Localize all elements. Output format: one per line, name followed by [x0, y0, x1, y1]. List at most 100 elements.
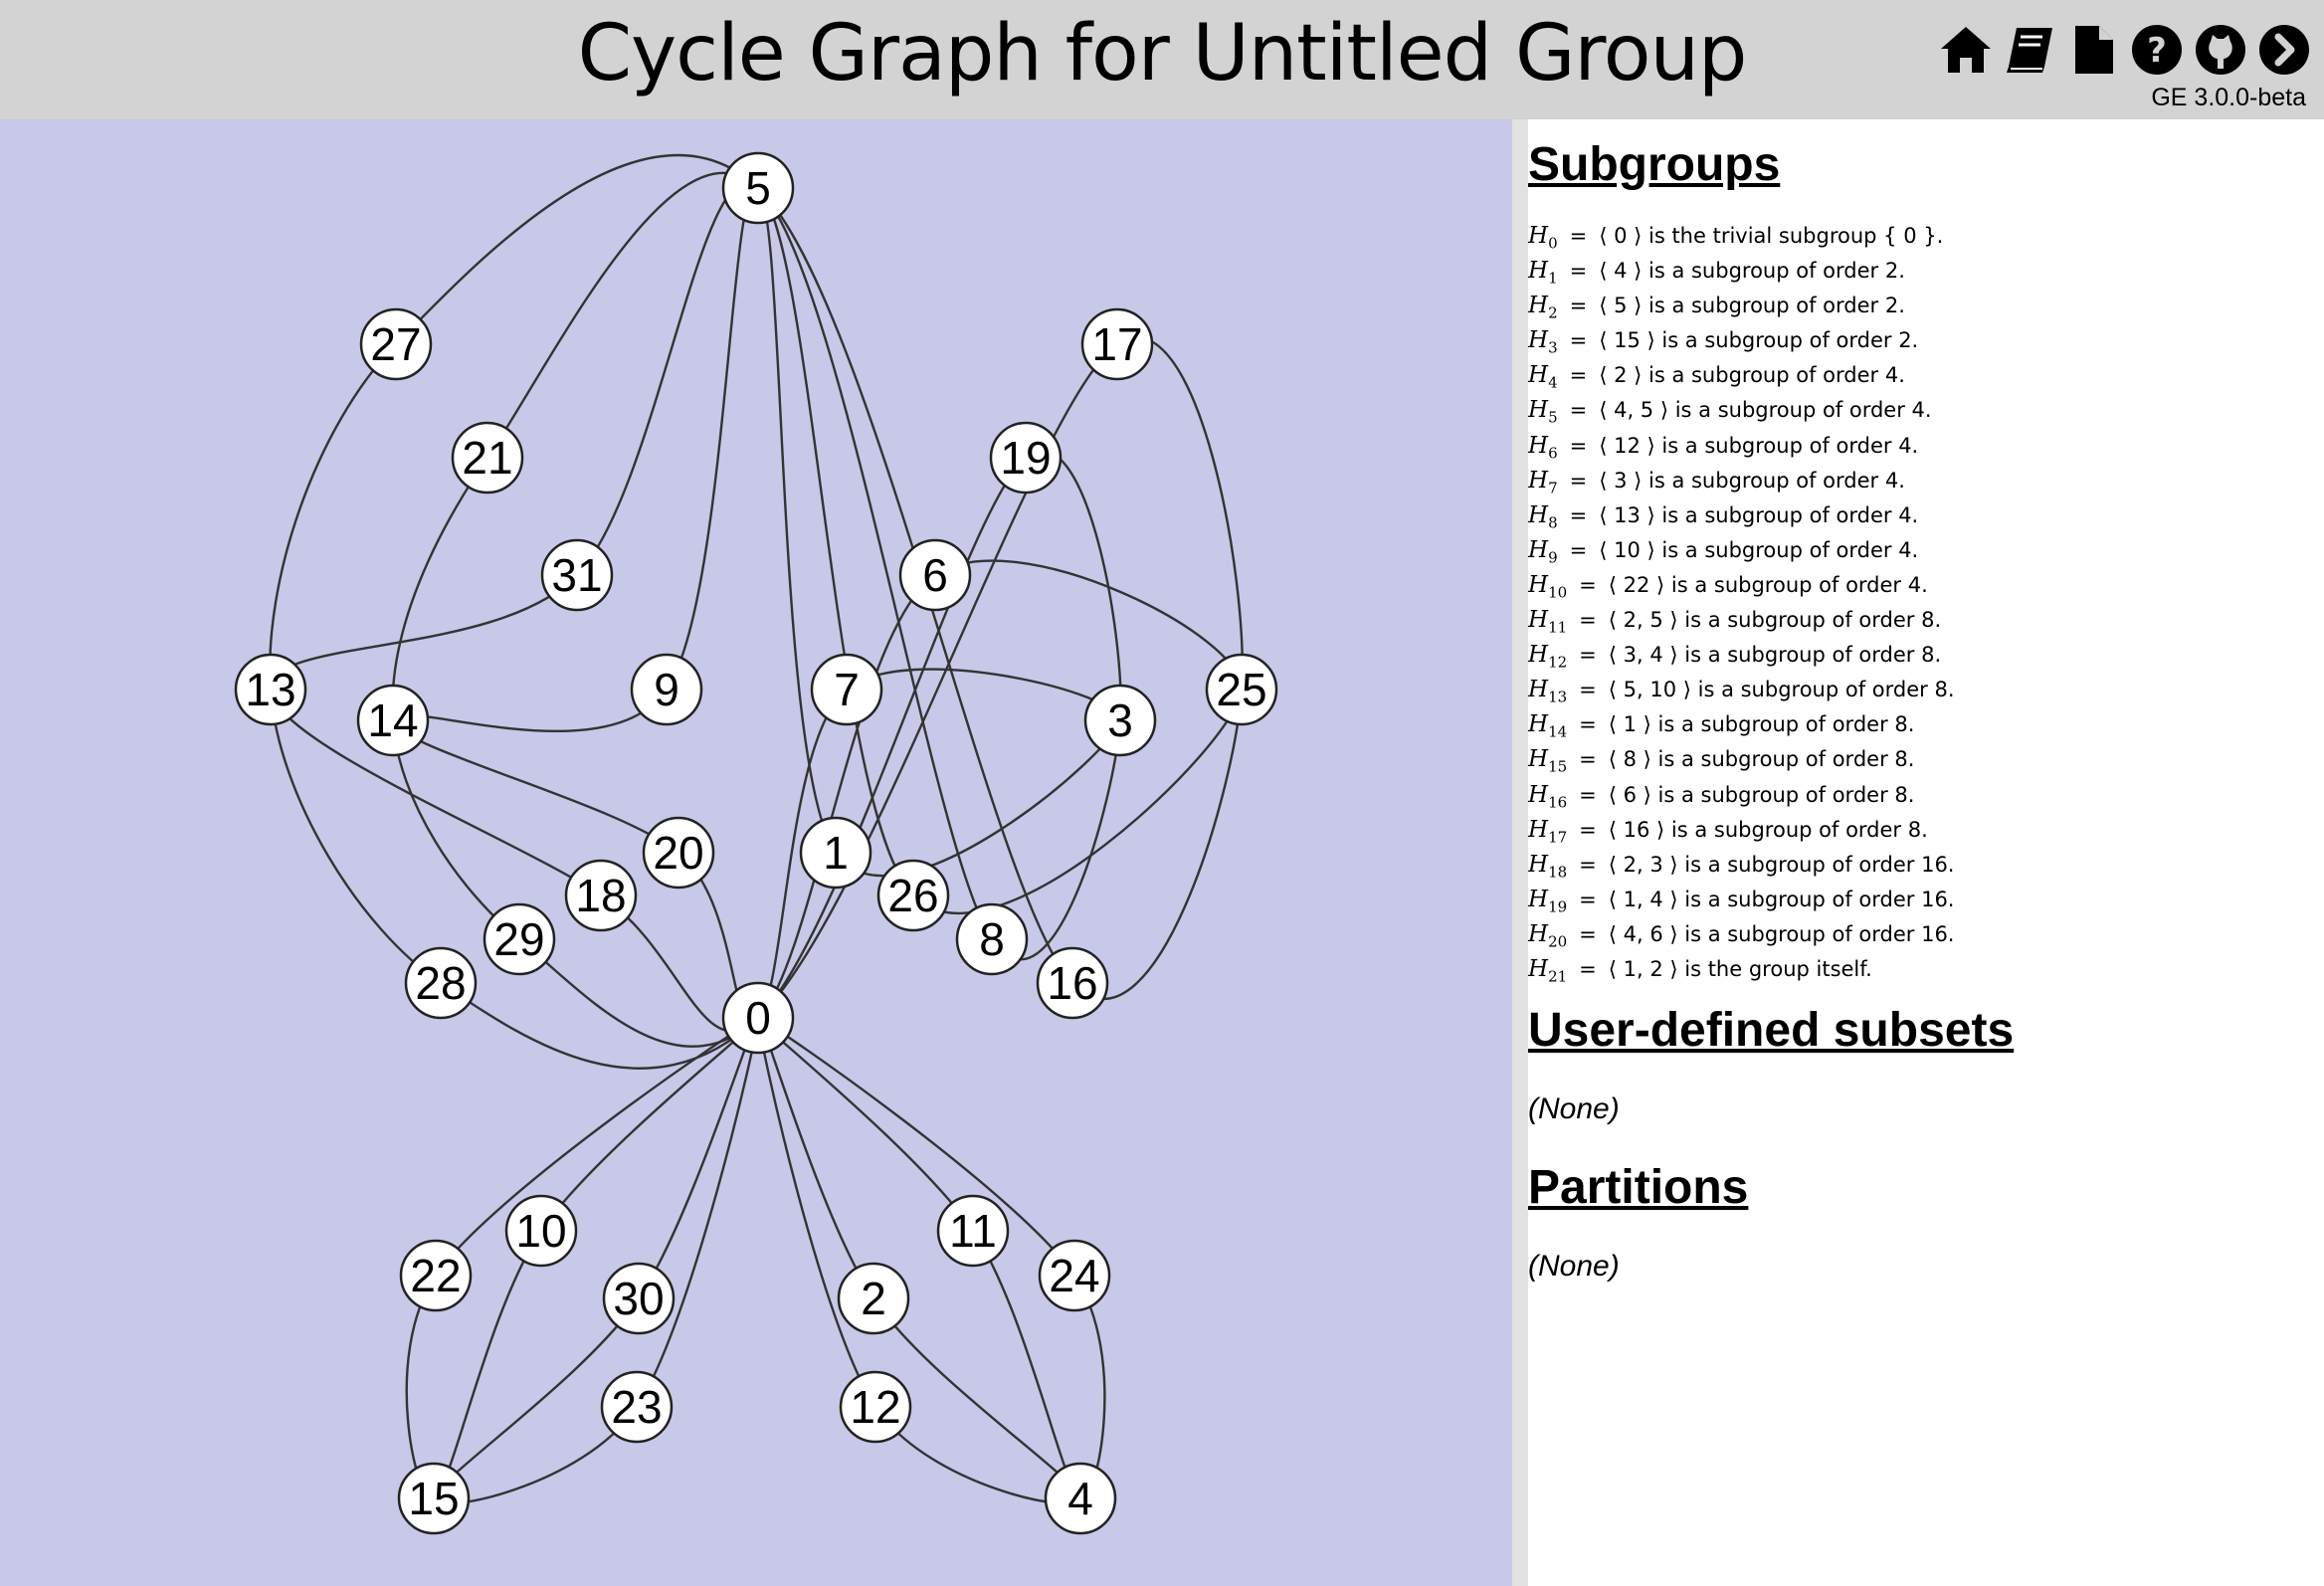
graph-node-21[interactable]: 21	[451, 421, 524, 495]
subgroup-generators: ⟨ 16 ⟩	[1608, 817, 1671, 842]
node-circle[interactable]	[898, 538, 972, 612]
graph-node-29[interactable]: 29	[483, 902, 556, 976]
subgroup-row[interactable]: H9=⟨ 10 ⟩ is a subgroup of order 4.	[1528, 533, 1955, 568]
graph-node-30[interactable]: 30	[602, 1262, 676, 1335]
subgroup-row[interactable]: H12=⟨ 3, 4 ⟩ is a subgroup of order 8.	[1528, 638, 1955, 673]
node-circle[interactable]	[1044, 1462, 1117, 1535]
graph-node-13[interactable]: 13	[234, 653, 307, 726]
node-circle[interactable]	[600, 1370, 674, 1444]
node-circle[interactable]	[642, 816, 715, 890]
node-circle[interactable]	[1083, 684, 1157, 757]
subgroup-row[interactable]: H21=⟨ 1, 2 ⟩ is the group itself.	[1528, 952, 1955, 987]
graph-node-23[interactable]: 23	[600, 1370, 674, 1444]
node-circle[interactable]	[602, 1262, 676, 1335]
graph-node-18[interactable]: 18	[564, 859, 638, 932]
node-circle[interactable]	[630, 653, 703, 726]
subgroup-row[interactable]: H20=⟨ 4, 6 ⟩ is a subgroup of order 16.	[1528, 917, 1955, 952]
help-icon[interactable]: ?	[2129, 22, 2185, 78]
subgroup-row[interactable]: H16=⟨ 6 ⟩ is a subgroup of order 8.	[1528, 778, 1955, 813]
graph-node-1[interactable]: 1	[799, 816, 872, 890]
node-circle[interactable]	[936, 1194, 1010, 1268]
graph-node-28[interactable]: 28	[404, 946, 478, 1020]
subgroup-row[interactable]: H3=⟨ 15 ⟩ is a subgroup of order 2.	[1528, 323, 1955, 358]
cycle-graph[interactable]: 5 27 17 21 19 31 6 13 14 9 7 3 25 20 1 18 26 29 8 28 16 0 10 11…	[0, 119, 1512, 1586]
node-circle[interactable]	[504, 1194, 578, 1268]
graph-node-17[interactable]: 17	[1080, 307, 1154, 381]
graph-node-27[interactable]: 27	[359, 307, 433, 381]
node-circle[interactable]	[564, 859, 638, 932]
node-circle[interactable]	[810, 653, 883, 726]
node-circle[interactable]	[989, 421, 1063, 495]
subgroup-row[interactable]: H10=⟨ 22 ⟩ is a subgroup of order 4.	[1528, 568, 1955, 603]
home-icon[interactable]	[1938, 22, 1994, 78]
node-circle[interactable]	[1036, 946, 1109, 1020]
node-circle[interactable]	[356, 684, 430, 757]
book-icon[interactable]	[2002, 22, 2057, 78]
graph-node-20[interactable]: 20	[642, 816, 715, 890]
graph-node-6[interactable]: 6	[898, 538, 972, 612]
github-icon[interactable]	[2193, 22, 2248, 78]
subgroup-row[interactable]: H6=⟨ 12 ⟩ is a subgroup of order 4.	[1528, 429, 1955, 464]
next-icon[interactable]	[2256, 22, 2312, 78]
node-circle[interactable]	[876, 859, 950, 932]
graph-node-11[interactable]: 11	[936, 1194, 1010, 1268]
node-circle[interactable]	[721, 151, 795, 225]
subgroup-row[interactable]: H17=⟨ 16 ⟩ is a subgroup of order 8.	[1528, 813, 1955, 848]
node-label: 2	[861, 1273, 886, 1324]
node-circle[interactable]	[837, 1262, 910, 1335]
node-label: 14	[367, 694, 418, 746]
subgroup-row[interactable]: H18=⟨ 2, 3 ⟩ is a subgroup of order 16.	[1528, 848, 1955, 883]
subgroup-row[interactable]: H7=⟨ 3 ⟩ is a subgroup of order 4.	[1528, 464, 1955, 498]
node-circle[interactable]	[399, 1239, 473, 1312]
graph-node-15[interactable]: 15	[397, 1462, 471, 1535]
subgroup-row[interactable]: H13=⟨ 5, 10 ⟩ is a subgroup of order 8.	[1528, 673, 1955, 707]
graph-node-0[interactable]: 0	[721, 981, 795, 1055]
node-circle[interactable]	[397, 1462, 471, 1535]
graph-node-7[interactable]: 7	[810, 653, 883, 726]
node-circle[interactable]	[540, 538, 614, 612]
subgroup-row[interactable]: H4=⟨ 2 ⟩ is a subgroup of order 4.	[1528, 358, 1955, 393]
node-circle[interactable]	[955, 902, 1029, 976]
subgroup-row[interactable]: H1=⟨ 4 ⟩ is a subgroup of order 2.	[1528, 254, 1955, 289]
graph-node-26[interactable]: 26	[876, 859, 950, 932]
graph-node-24[interactable]: 24	[1038, 1239, 1111, 1312]
node-circle[interactable]	[1205, 653, 1278, 726]
cycle-graph-panel[interactable]: 5 27 17 21 19 31 6 13 14 9 7 3 25 20 1 18 26 29 8 28 16 0 10 11…	[0, 119, 1512, 1586]
graph-node-16[interactable]: 16	[1036, 946, 1109, 1020]
subgroup-row[interactable]: H14=⟨ 1 ⟩ is a subgroup of order 8.	[1528, 707, 1955, 742]
subgroup-row[interactable]: H15=⟨ 8 ⟩ is a subgroup of order 8.	[1528, 742, 1955, 777]
graph-node-4[interactable]: 4	[1044, 1462, 1117, 1535]
graph-node-9[interactable]: 9	[630, 653, 703, 726]
panel-splitter[interactable]	[1512, 119, 1528, 1586]
subgroup-row[interactable]: H2=⟨ 5 ⟩ is a subgroup of order 2.	[1528, 289, 1955, 323]
document-icon[interactable]	[2065, 22, 2121, 78]
graph-node-19[interactable]: 19	[989, 421, 1063, 495]
node-circle[interactable]	[483, 902, 556, 976]
node-circle[interactable]	[234, 653, 307, 726]
node-circle[interactable]	[404, 946, 478, 1020]
subgroup-row[interactable]: H0=⟨ 0 ⟩ is the trivial subgroup { 0 }.	[1528, 219, 1955, 254]
node-circle[interactable]	[451, 421, 524, 495]
subgroup-row[interactable]: H19=⟨ 1, 4 ⟩ is a subgroup of order 16.	[1528, 883, 1955, 917]
node-label: 4	[1067, 1473, 1093, 1524]
graph-node-8[interactable]: 8	[955, 902, 1029, 976]
graph-node-5[interactable]: 5	[721, 151, 795, 225]
graph-node-2[interactable]: 2	[837, 1262, 910, 1335]
node-circle[interactable]	[799, 816, 872, 890]
node-circle[interactable]	[1038, 1239, 1111, 1312]
graph-node-22[interactable]: 22	[399, 1239, 473, 1312]
cycle-edge	[391, 185, 1122, 1023]
node-circle[interactable]	[721, 981, 795, 1055]
graph-node-10[interactable]: 10	[504, 1194, 578, 1268]
graph-node-25[interactable]: 25	[1205, 653, 1278, 726]
graph-node-31[interactable]: 31	[540, 538, 614, 612]
node-circle[interactable]	[359, 307, 433, 381]
graph-node-14[interactable]: 14	[356, 684, 430, 757]
subgroup-row[interactable]: H11=⟨ 2, 5 ⟩ is a subgroup of order 8.	[1528, 603, 1955, 638]
graph-node-3[interactable]: 3	[1083, 684, 1157, 757]
node-circle[interactable]	[839, 1370, 912, 1444]
subgroup-row[interactable]: H5=⟨ 4, 5 ⟩ is a subgroup of order 4.	[1528, 393, 1955, 428]
graph-node-12[interactable]: 12	[839, 1370, 912, 1444]
node-circle[interactable]	[1080, 307, 1154, 381]
subgroup-row[interactable]: H8=⟨ 13 ⟩ is a subgroup of order 4.	[1528, 498, 1955, 533]
